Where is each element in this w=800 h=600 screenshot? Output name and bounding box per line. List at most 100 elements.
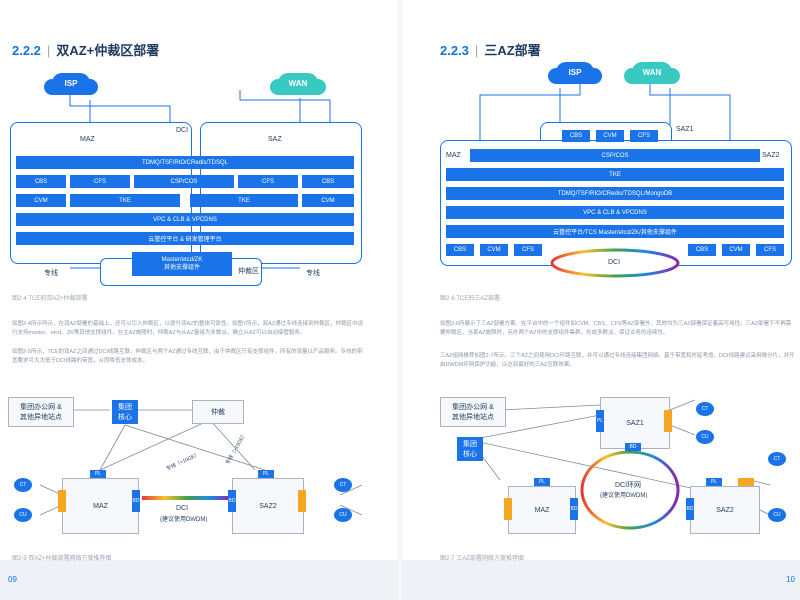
right-saz2-box: SAZ2	[690, 486, 760, 534]
right-section-title: 2.2.3|三AZ部署	[440, 43, 541, 58]
left-saz-label: SAZ	[268, 136, 282, 143]
left-section-heading: 双AZ+仲裁区部署	[56, 43, 160, 58]
right-page-number: 10	[786, 575, 795, 584]
left-isp-cloud: ISP	[52, 73, 90, 93]
right-br-cfs: CFS	[756, 244, 784, 256]
right-group-core: 集团 核心	[457, 437, 483, 461]
right-orange-tag-saz2	[738, 478, 754, 486]
right-pl-tag-saz2: PL	[706, 478, 722, 486]
left-pl-tag-2: PL	[258, 470, 274, 478]
right-maz-box: MAZ	[508, 486, 576, 534]
right-bl-cvm: CVM	[480, 244, 508, 256]
left-page: 2.2.2|双AZ+仲裁区部署 ISP WAN MAZ SAZ DCI TDMQ…	[0, 0, 400, 600]
left-bd-tag-2: BD	[228, 490, 236, 512]
left-paragraph-2: 如图2-5所示，TCE的双AZ之间通过DCI线路互联。仲裁区与两个AZ通过专线互…	[12, 349, 363, 364]
right-wan-label: WAN	[642, 67, 662, 77]
left-orange-tag-2	[298, 490, 306, 512]
left-cu-circle-2: CU	[334, 508, 352, 522]
left-group-office: 集团办公网 & 其他异地站点	[8, 397, 74, 427]
left-group-core: 集团 核心	[112, 400, 138, 424]
right-section-heading: 三AZ部署	[484, 43, 541, 58]
left-page-number: 09	[8, 575, 17, 584]
left-caption-1: 图2-4 TCE的双AZ+仲裁部署	[12, 296, 88, 302]
right-bd-tag-saz2: BD	[686, 498, 694, 520]
right-dci-label: DCI	[608, 259, 621, 266]
left-cell-cvm-1: CVM	[16, 194, 66, 207]
right-maz-label: MAZ	[446, 152, 461, 159]
left-row-tdmq: TDMQ/TSF/RIO/CRedis/TDSQL	[16, 156, 354, 169]
left-ct-circle-2: CT	[334, 478, 352, 492]
left-wan-label: WAN	[288, 78, 308, 88]
right-top-connectors	[479, 78, 731, 140]
book-spine	[398, 0, 402, 600]
right-bd-tag-maz: BD	[570, 498, 578, 520]
left-dci-diagram-label: DCI	[176, 505, 189, 512]
left-maz-box: MAZ	[62, 478, 139, 534]
left-arb-zone-label: 仲裁区	[238, 268, 259, 275]
right-section-number: 2.2.3	[440, 43, 469, 58]
right-row-mgmt: 云管控平台/TCS Master/etcd/ZK/其他支撑组件	[446, 225, 784, 238]
right-network-lines	[469, 399, 771, 530]
right-saz1-label: SAZ1	[676, 126, 694, 133]
right-paragraph-1: 如图2-6所展示了三AZ部署方案。在平台中的一个组件如CVM、CBS、CFS等A…	[440, 321, 792, 336]
right-pl-tag-maz: PL	[534, 478, 550, 486]
right-group-office: 集团办公网 & 其他异地站点	[440, 397, 506, 427]
left-dci-sub-label: (建议使用DWDM)	[160, 517, 208, 523]
left-paragraph-1: 如图2-4所示所示，在双AZ部署的基础上，还可以引入仲裁区，以提升双AZ的整体可…	[12, 321, 364, 336]
right-bl-cbs: CBS	[446, 244, 474, 256]
left-network-lines	[39, 409, 363, 516]
right-ct-circle-2: CT	[768, 452, 786, 466]
left-cell-cbs-2: CBS	[302, 175, 354, 188]
left-arb-components: Master/etcd/ZK 其他支撑组件	[132, 252, 232, 276]
right-dci-ring-sub: (建议使用DWDM)	[600, 493, 648, 499]
right-saz1-box: SAZ1	[600, 397, 670, 449]
right-orange-tag-saz1	[664, 410, 672, 432]
left-cu-circle-1: CU	[14, 508, 32, 522]
left-isp-label: ISP	[64, 78, 78, 88]
right-br-cbs: CBS	[688, 244, 716, 256]
left-section-title: 2.2.2|双AZ+仲裁区部署	[12, 43, 160, 58]
left-zhuanxian-right: 专线	[306, 270, 320, 277]
right-isp-label: ISP	[568, 67, 582, 77]
left-caption-2: 图2-5 双AZ+仲裁部署网络方案推荐图	[12, 556, 112, 562]
left-dci-label: DCI	[176, 127, 189, 134]
right-orange-tag-maz	[504, 498, 512, 520]
right-cu-circle-1: CU	[696, 430, 714, 444]
left-maz-label: MAZ	[80, 136, 95, 143]
right-ct-circle-1: CT	[696, 402, 714, 416]
left-ct-circle-1: CT	[14, 478, 32, 492]
right-top-cfs: CFS	[630, 130, 658, 142]
left-zhuanxian-left: 专线	[44, 270, 58, 277]
left-cell-cbs-1: CBS	[16, 175, 66, 188]
right-page: 2.2.3|三AZ部署 ISP WAN SAZ1 MAZ SAZ2 CBS CV…	[400, 0, 800, 600]
left-row-mgmt: 云管控平台 & 研发管理平台	[16, 232, 354, 245]
right-br-cvm: CVM	[722, 244, 750, 256]
right-bd-tag-saz1: BD	[625, 443, 641, 451]
left-bd-tag-1: BD	[132, 490, 140, 512]
right-paragraph-2: 三AZ组网推荐如图2-7所示。三个AZ之间使用DCI环路互联，并可以通过专线连接…	[440, 353, 795, 368]
left-cell-cfs-1: CFS	[70, 175, 130, 188]
right-top-cvm: CVM	[596, 130, 624, 142]
left-pl-tag-1: PL	[90, 470, 106, 478]
right-wan-cloud: WAN	[632, 62, 672, 82]
left-row-vpc: VPC & CLB & VPCDNS	[16, 213, 354, 226]
left-cell-cfs-2: CFS	[238, 175, 298, 188]
left-wan-cloud: WAN	[278, 73, 318, 93]
right-row-tdmq: TDMQ/TSF/RIO/CRedis/TDSQL/MongoDB	[446, 187, 784, 200]
left-orange-tag-1	[58, 490, 66, 512]
right-dci-ring-label: DCI环网	[615, 482, 642, 489]
left-arbiter: 仲裁	[192, 400, 244, 424]
right-row-csp-cos: CSP/COS	[470, 149, 760, 162]
right-row-tke: TKE	[446, 168, 784, 181]
right-caption-2: 图2-7 三AZ部署网络方案推荐图	[440, 556, 525, 562]
right-saz2-label: SAZ2	[762, 152, 780, 159]
left-saz2-box: SAZ2	[232, 478, 304, 534]
right-row-vpc: VPC & CLB & VPCDNS	[446, 206, 784, 219]
right-dci-ring	[550, 248, 680, 278]
right-pl-tag-saz1: PL	[596, 410, 604, 432]
right-bl-cfs: CFS	[514, 244, 542, 256]
left-cell-cvm-2: CVM	[302, 194, 354, 207]
right-cu-circle-2: CU	[768, 508, 786, 522]
right-isp-cloud: ISP	[556, 62, 594, 82]
